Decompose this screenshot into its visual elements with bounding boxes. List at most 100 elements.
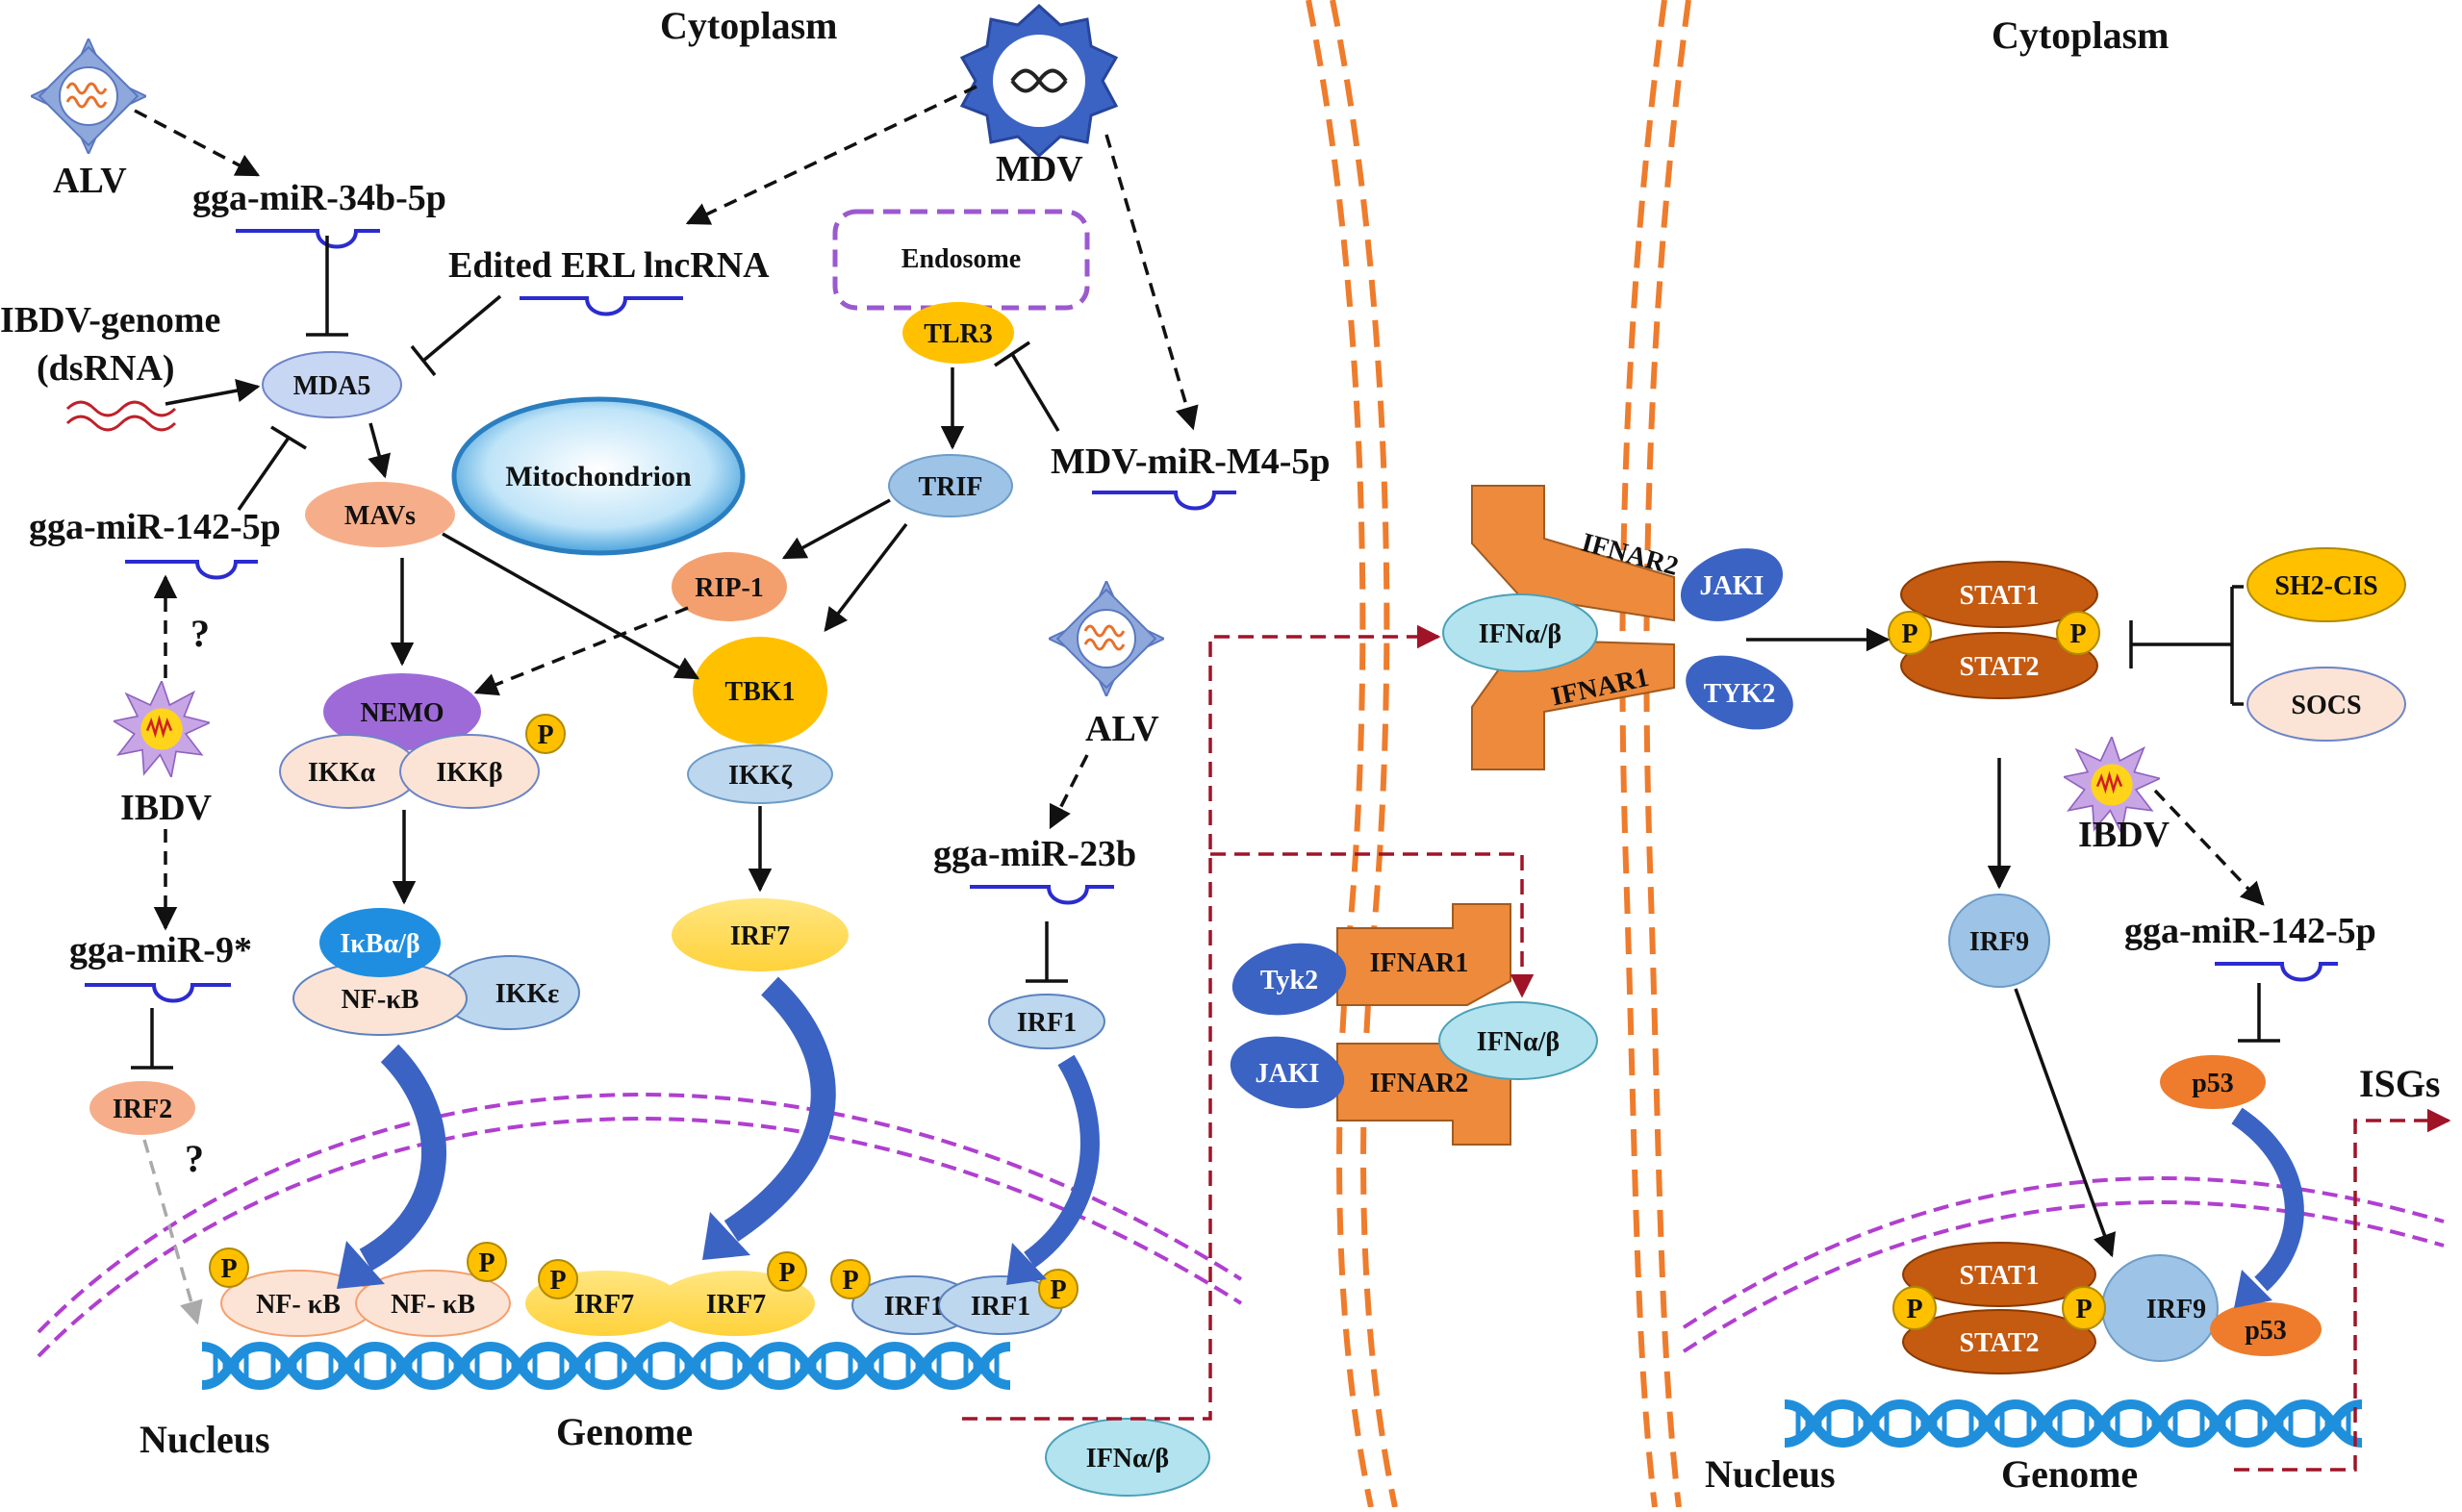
ifnar-receptor-top: IFNAR2 IFNAR1 JAKI TYK2 IFNα/β bbox=[1442, 485, 1793, 770]
svg-text:RIP-1: RIP-1 bbox=[695, 573, 764, 603]
irf9-node: IRF9 bbox=[1948, 894, 2050, 988]
svg-text:Endosome: Endosome bbox=[901, 244, 1021, 274]
svg-text:P: P bbox=[1901, 619, 1917, 649]
svg-text:IRF1: IRF1 bbox=[884, 1292, 944, 1322]
svg-text:P: P bbox=[549, 1266, 566, 1296]
irf1-node: IRF1 bbox=[988, 994, 1105, 1049]
svg-text:JAKI: JAKI bbox=[1256, 1059, 1320, 1089]
ikb-complex: IKKε NF-κB IκBα/β bbox=[292, 908, 580, 1036]
svg-text:IκBα/β: IκBα/β bbox=[340, 929, 419, 959]
rip1-node: RIP-1 bbox=[672, 552, 787, 621]
svg-text:Edited ERL lncRNA: Edited ERL lncRNA bbox=[448, 245, 770, 286]
cell-membrane-left bbox=[1306, 0, 1398, 1508]
mavs-node: MAVs bbox=[305, 482, 455, 547]
svg-text:NEMO: NEMO bbox=[360, 698, 444, 728]
svg-text:P: P bbox=[1050, 1275, 1066, 1305]
p53-nucleus-node: p53 bbox=[2210, 1302, 2322, 1356]
genome-label-left: Genome bbox=[556, 1410, 693, 1453]
cell-membrane-right bbox=[1619, 0, 1691, 1508]
nfkb-dimer-nucleus: NF- κB NF- κB P P bbox=[209, 1242, 511, 1337]
svg-text:IKKβ: IKKβ bbox=[436, 758, 502, 788]
svg-text:p53: p53 bbox=[2192, 1069, 2234, 1098]
sh2cis-node: SH2-CIS bbox=[2246, 547, 2406, 622]
svg-text:IRF9: IRF9 bbox=[1969, 927, 2029, 957]
svg-text:TRIF: TRIF bbox=[919, 472, 983, 502]
svg-text:P: P bbox=[478, 1248, 495, 1278]
ibdv-virus-icon-left bbox=[114, 681, 210, 777]
irf7-node: IRF7 bbox=[672, 898, 849, 971]
nuclear-membrane-right bbox=[1682, 1176, 2445, 1353]
svg-text:NF- κB: NF- κB bbox=[391, 1290, 475, 1320]
mdv-virus-icon bbox=[959, 3, 1119, 159]
mirna-erl-lncrna: Edited ERL lncRNA bbox=[448, 245, 770, 316]
svg-text:Mitochondrion: Mitochondrion bbox=[505, 461, 692, 492]
isgs-label: ISGs bbox=[2359, 1062, 2441, 1105]
svg-text:SH2-CIS: SH2-CIS bbox=[2274, 571, 2377, 601]
question-mark-top: ? bbox=[190, 612, 210, 655]
p53-node: p53 bbox=[2160, 1055, 2266, 1109]
alv-virus-icon bbox=[31, 38, 146, 154]
svg-text:IRF7: IRF7 bbox=[706, 1290, 766, 1320]
svg-text:P: P bbox=[2075, 1295, 2092, 1324]
genome-dna-right bbox=[1785, 1404, 2362, 1443]
irf2-node: IRF2 bbox=[89, 1081, 195, 1135]
svg-text:p53: p53 bbox=[2245, 1316, 2287, 1346]
stat-complex: STAT1 STAT2 P P bbox=[1888, 561, 2100, 699]
svg-text:P: P bbox=[2069, 619, 2086, 649]
svg-text:IFNAR1: IFNAR1 bbox=[1370, 948, 1469, 978]
svg-text:SOCS: SOCS bbox=[2291, 691, 2361, 720]
svg-text:NF-κB: NF-κB bbox=[342, 985, 419, 1015]
mirna-mdv-m4: MDV-miR-M4-5p bbox=[1051, 441, 1331, 511]
stat-irf9-complex-nucleus: IRF9 STAT1 STAT2 P P bbox=[1892, 1242, 2219, 1374]
mdv-label: MDV bbox=[996, 149, 1083, 189]
mda5-node: MDA5 bbox=[262, 351, 402, 418]
svg-text:gga-miR-142-5p: gga-miR-142-5p bbox=[2124, 911, 2376, 951]
svg-text:IFNAR2: IFNAR2 bbox=[1370, 1069, 1469, 1098]
svg-text:IRF1: IRF1 bbox=[1017, 1008, 1077, 1038]
translocation-arrows bbox=[337, 976, 2304, 1308]
ibdv-genome-label: IBDV-genome bbox=[0, 300, 220, 340]
svg-text:NF- κB: NF- κB bbox=[256, 1290, 341, 1320]
nuclear-membrane-left bbox=[37, 1093, 1243, 1358]
nemo-complex: NEMO IKKα IKKβ P bbox=[279, 673, 566, 809]
mirna-142-left: gga-miR-142-5p bbox=[29, 507, 281, 580]
alv-label-top: ALV bbox=[53, 161, 127, 201]
svg-text:IRF1: IRF1 bbox=[971, 1292, 1030, 1322]
ibdv-label-left: IBDV bbox=[120, 788, 213, 828]
svg-text:P: P bbox=[537, 720, 553, 750]
mirna-9: gga-miR-9* bbox=[69, 930, 252, 1003]
irf7-dimer-nucleus: IRF7 IRF7 P P bbox=[525, 1251, 815, 1336]
svg-text:JAKI: JAKI bbox=[1700, 571, 1764, 601]
svg-text:IRF2: IRF2 bbox=[113, 1095, 172, 1124]
trif-node: TRIF bbox=[888, 454, 1013, 517]
svg-text:Tyk2: Tyk2 bbox=[1260, 966, 1318, 995]
svg-text:IRF9: IRF9 bbox=[2146, 1295, 2206, 1324]
svg-text:IRF7: IRF7 bbox=[574, 1290, 634, 1320]
ibdv-label-right: IBDV bbox=[2078, 815, 2170, 855]
ifnar-receptor-bottom: IFNAR1 IFNAR2 Tyk2 JAKI IFNα/β bbox=[1230, 903, 1598, 1146]
svg-text:TLR3: TLR3 bbox=[924, 319, 993, 349]
svg-text:IFNα/β: IFNα/β bbox=[1086, 1444, 1169, 1474]
svg-text:gga-miR-9*: gga-miR-9* bbox=[69, 930, 252, 970]
svg-text:gga-miR-34b-5p: gga-miR-34b-5p bbox=[192, 178, 446, 218]
mirna-23b: gga-miR-23b bbox=[933, 834, 1136, 905]
svg-text:TBK1: TBK1 bbox=[724, 677, 795, 707]
svg-text:MDA5: MDA5 bbox=[293, 371, 371, 401]
tlr3-node: TLR3 bbox=[902, 302, 1014, 364]
alv-virus-icon-mid bbox=[1049, 581, 1164, 696]
endosome-node: Endosome bbox=[832, 209, 1090, 311]
svg-text:MDV-miR-M4-5p: MDV-miR-M4-5p bbox=[1051, 441, 1331, 482]
cytoplasm-label-right: Cytoplasm bbox=[1992, 13, 2169, 57]
svg-text:IKKε: IKKε bbox=[495, 979, 559, 1009]
genome-dna-left bbox=[202, 1347, 1010, 1385]
ifn-secreted-node: IFNα/β bbox=[1045, 1418, 1210, 1497]
svg-text:TYK2: TYK2 bbox=[1704, 679, 1776, 709]
svg-text:STAT2: STAT2 bbox=[1960, 1328, 2040, 1358]
ifn-secretion-routes bbox=[962, 624, 2451, 1472]
pathway-inhibitions bbox=[131, 236, 2280, 1070]
svg-text:STAT1: STAT1 bbox=[1960, 1261, 2040, 1291]
question-mark-bottom: ? bbox=[185, 1137, 204, 1180]
svg-text:P: P bbox=[778, 1258, 795, 1288]
svg-text:gga-miR-23b: gga-miR-23b bbox=[933, 834, 1136, 874]
